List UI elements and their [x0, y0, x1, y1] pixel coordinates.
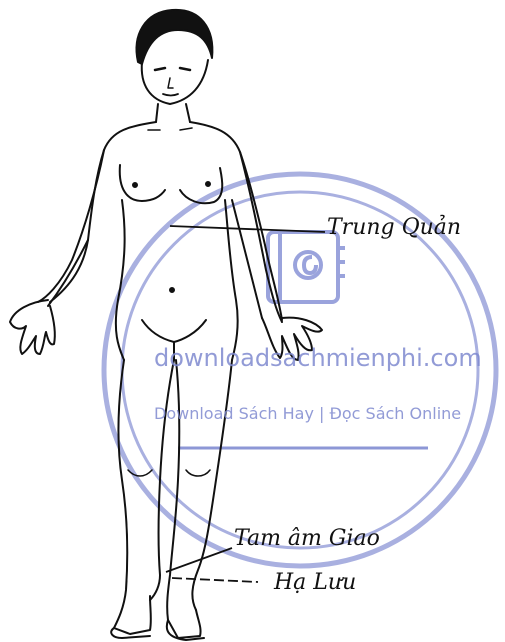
- head-outline: [142, 60, 208, 104]
- hair: [137, 10, 213, 64]
- watermark-book-icon: [268, 232, 345, 302]
- watermark-tagline: Download Sách Hay | Đọc Sách Online: [154, 404, 461, 423]
- label-trung-quan: Trung Quản: [327, 215, 461, 240]
- left-leg-outer: [114, 360, 151, 634]
- left-hand: [10, 300, 55, 354]
- pointer-ha-luu: [172, 578, 258, 582]
- right-leg-inner: [167, 360, 200, 638]
- watermark-site: downloadsachmienphi.com: [154, 344, 482, 372]
- torso-left: [50, 122, 156, 302]
- label-ha-luu: Hạ Lưu: [274, 570, 356, 595]
- label-tam-am-giao: Tam âm Giao: [234, 526, 380, 551]
- right-leg-outer: [192, 360, 232, 610]
